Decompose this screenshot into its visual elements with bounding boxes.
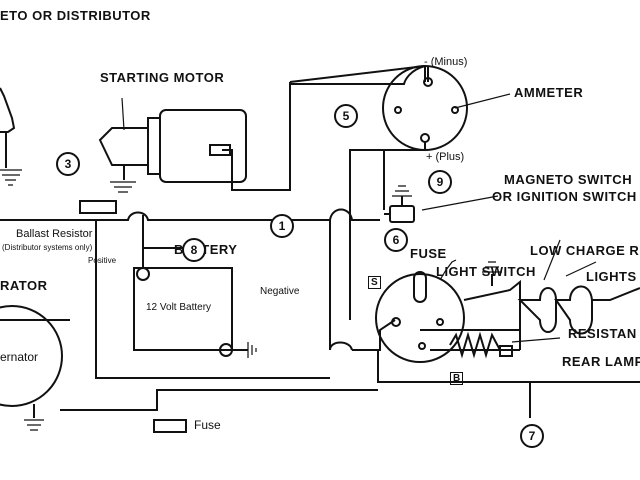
negative-label: Negative — [260, 286, 300, 297]
lights-label: LIGHTS — [586, 269, 637, 284]
callout-3: 3 — [56, 152, 80, 176]
minus-label: - (Minus) — [424, 56, 468, 68]
light-switch-label: LIGHT SWITCH — [436, 264, 536, 279]
leader-lines — [121, 93, 597, 343]
ignition-switch-label: OR IGNITION SWITCH — [492, 189, 637, 204]
rear-lamp-label: REAR LAMP — [562, 354, 640, 369]
ammeter-symbol — [382, 65, 468, 151]
light-switch-symbol — [375, 261, 521, 363]
resistance-label: RESISTAN — [568, 326, 637, 341]
magneto-component — [0, 87, 22, 186]
low-charge-label: LOW CHARGE R — [530, 243, 640, 258]
battery-symbol — [133, 267, 257, 358]
callout-7: 7 — [520, 424, 544, 448]
magneto-distributor-label: ETO OR DISTRIBUTOR — [0, 8, 151, 23]
callout-9: 9 — [428, 170, 452, 194]
plus-label: + (Plus) — [426, 151, 465, 163]
magneto-switch-label: MAGNETO SWITCH — [504, 172, 633, 187]
lower-fuse-label: Fuse — [194, 418, 221, 432]
callout-6: 6 — [384, 228, 408, 252]
callout-5: 5 — [334, 104, 358, 128]
callout-1: 1 — [270, 214, 294, 238]
battery-inside-label: 12 Volt Battery — [146, 302, 212, 313]
alternator-symbol — [0, 305, 63, 431]
terminal-b-label: B — [450, 372, 464, 385]
ammeter-label: AMMETER — [514, 85, 584, 100]
alternator-label: ernator — [0, 350, 39, 364]
lights-symbol — [517, 285, 640, 350]
generator-label: RATOR — [0, 278, 48, 293]
starting-motor-label: STARTING MOTOR — [100, 70, 225, 85]
ballast-resistor-label: Ballast Resistor — [16, 228, 93, 240]
lower-fuse-symbol — [153, 419, 187, 433]
wires — [0, 65, 640, 418]
ballast-resistor-symbol — [79, 200, 117, 214]
terminal-s-label: S — [368, 276, 381, 289]
positive-label: Positive — [88, 256, 117, 265]
fuse-label: FUSE — [410, 246, 447, 261]
magneto-switch-symbol — [384, 185, 415, 223]
callout-8: 8 — [182, 238, 206, 262]
distributor-only-label: (Distributor systems only) — [2, 243, 93, 252]
